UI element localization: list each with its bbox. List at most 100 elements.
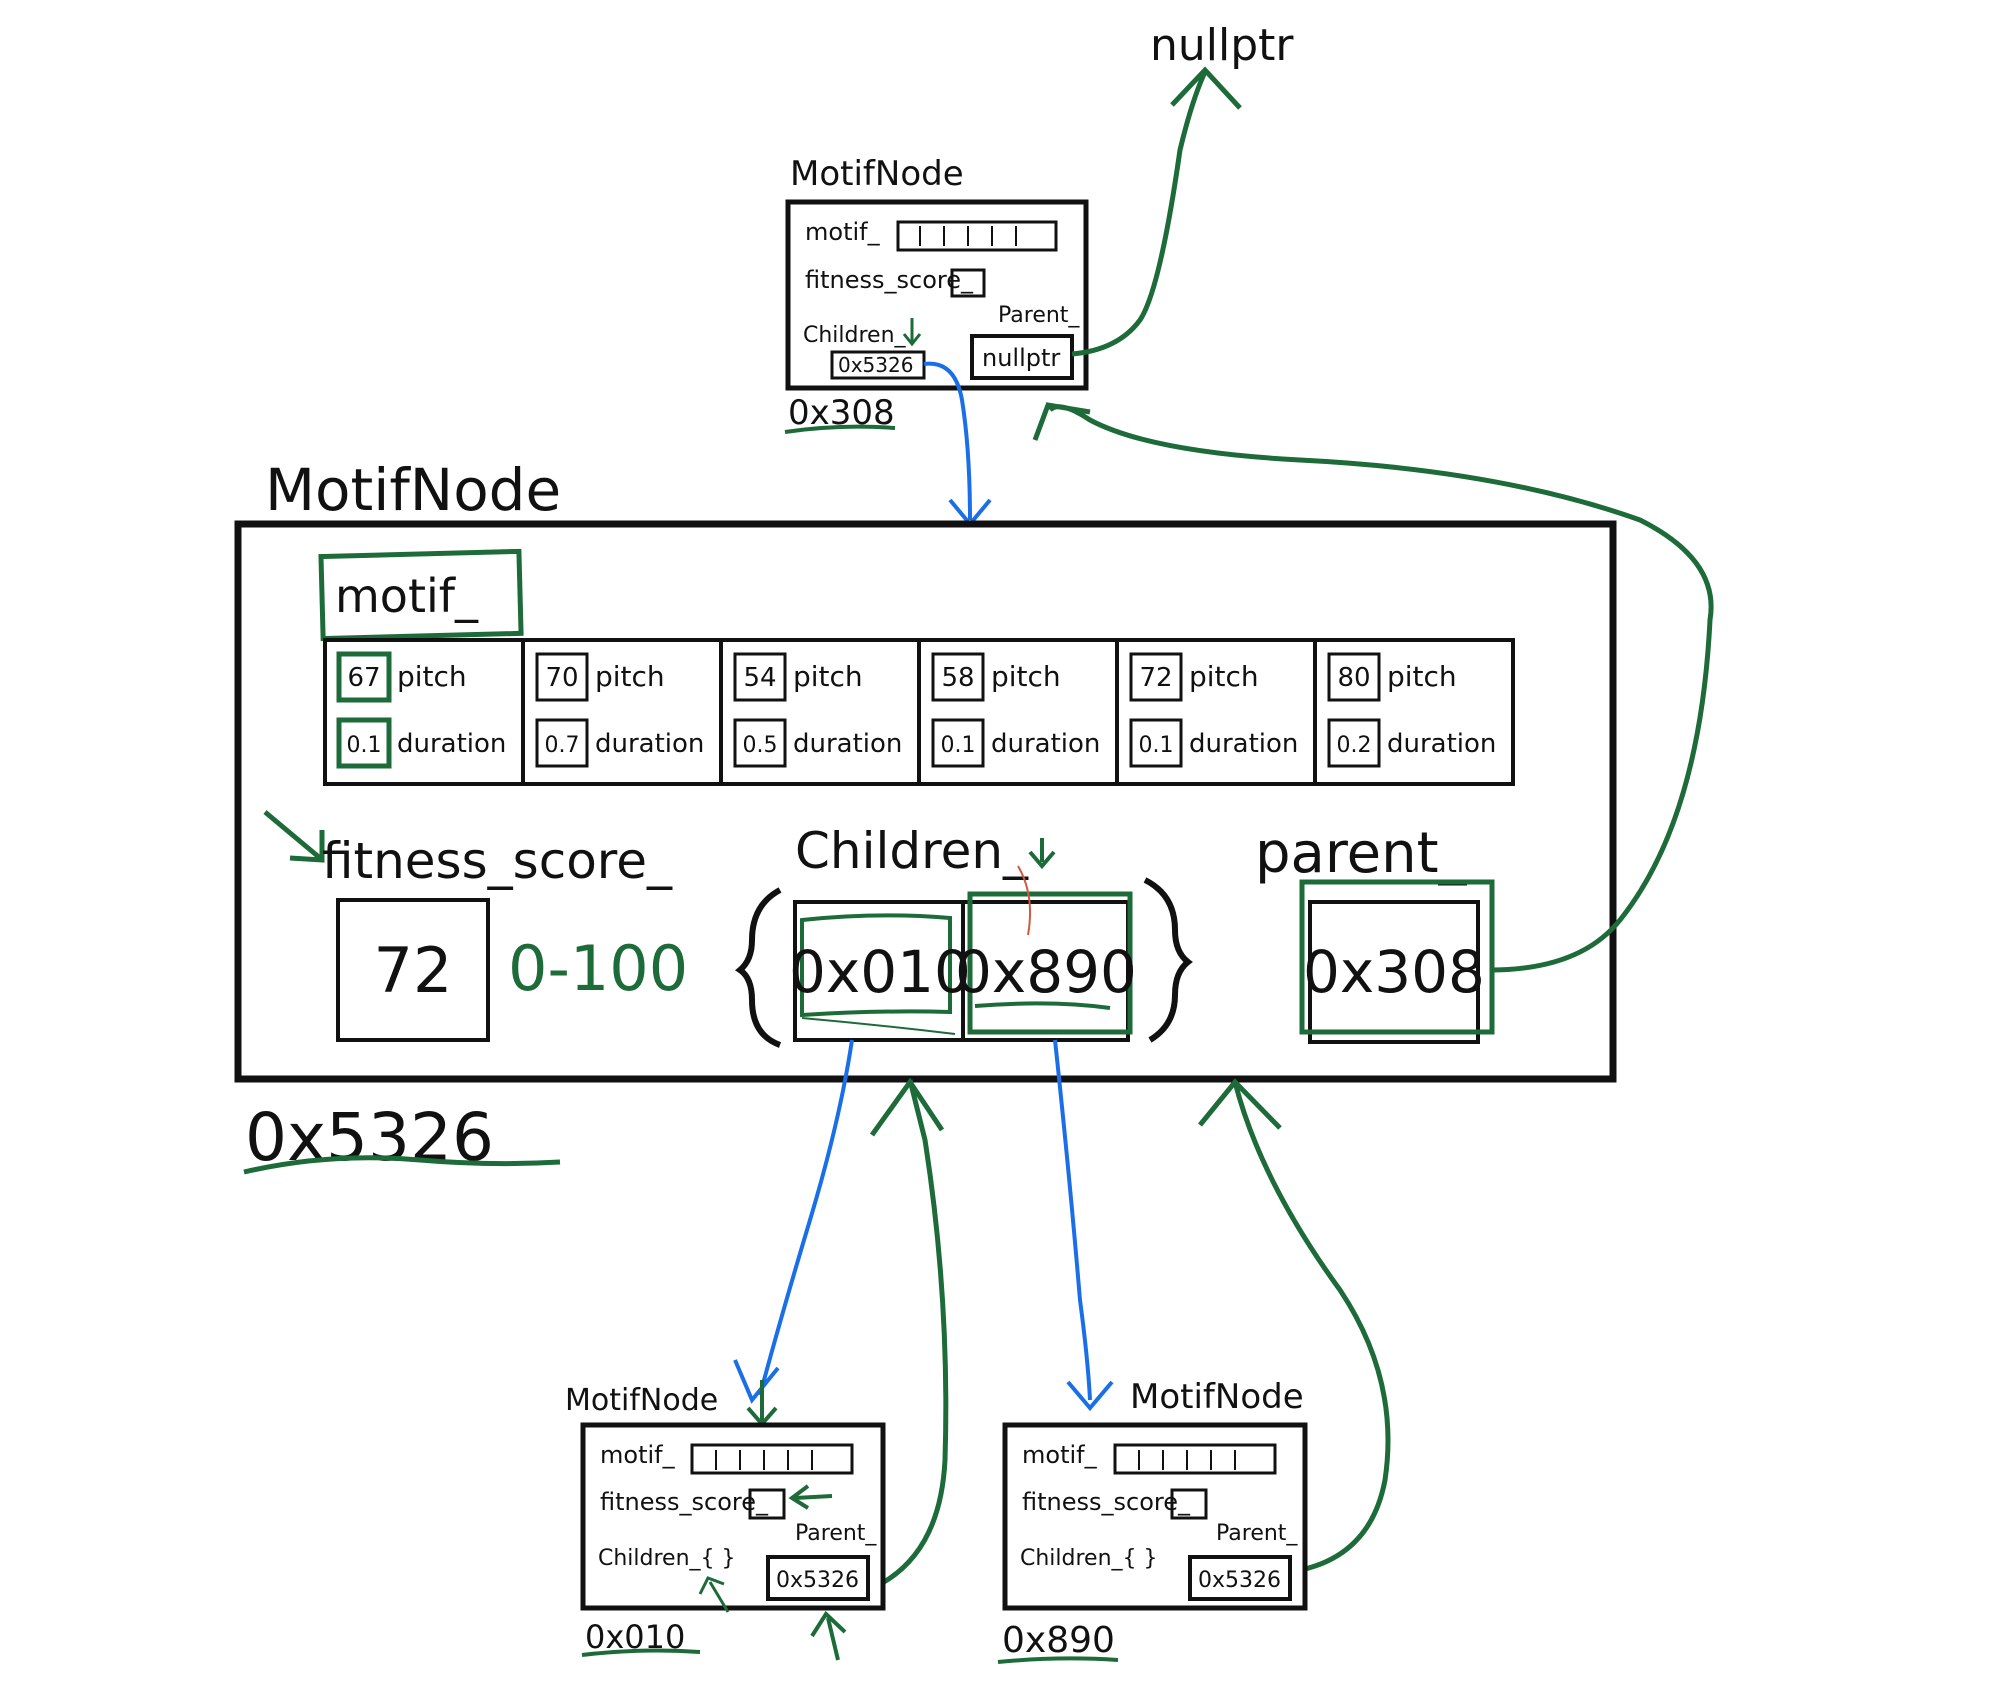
note-duration-label: duration [793, 729, 902, 759]
main-to-root-arrow [1048, 404, 1714, 973]
root-children-label: Children_ [803, 323, 907, 348]
child-0-underline [801, 1017, 956, 1035]
note-duration-label: duration [991, 729, 1100, 759]
child-1-underline [974, 1001, 1111, 1010]
note-pitch-box [1327, 652, 1381, 702]
child-left-node-box [580, 1422, 886, 1611]
note-pitch-value: 70 [545, 663, 578, 693]
root-parent-label: Parent_ [998, 303, 1080, 328]
nullptr-label: nullptr [1150, 20, 1294, 71]
fitness-pointer-arrow [263, 810, 325, 863]
note-pitch-label: pitch [1387, 660, 1457, 693]
root-motif-array [896, 220, 1058, 252]
children-left-brace [734, 887, 782, 1048]
main-to-root-arrowhead [1032, 402, 1091, 441]
main-motif-label: motif_ [335, 569, 479, 623]
note-duration-label: duration [397, 729, 506, 759]
note-pitch-box [733, 652, 787, 702]
child-left-parent-label: Parent_ [795, 1521, 877, 1546]
child-left-parent-box [766, 1555, 870, 1601]
note-pitch-value: 67 [347, 663, 380, 693]
child-left-fitness-arrow [788, 1484, 833, 1510]
motif-note-cell: 80 pitch 0.2 duration [1313, 640, 1496, 784]
root-to-nullptr-arrow [1071, 70, 1208, 357]
main-to-child-right-arrow [1053, 1039, 1092, 1401]
children-right-brace [1143, 877, 1193, 1043]
root-node: nullptr MotifNode motif_ fitness_score_ … [784, 20, 1294, 434]
main-child-0: 0x010 [789, 938, 971, 1006]
note-duration-box [1327, 718, 1381, 768]
note-pitch-box [336, 651, 392, 703]
main-parent-label: parent_ [1255, 821, 1468, 886]
child-right-to-main-arrowhead [1198, 1078, 1282, 1130]
main-children-down-arrow [1028, 838, 1056, 870]
child-left-fitness-box [748, 1488, 786, 1520]
main-parent-value: 0x308 [1303, 938, 1485, 1006]
root-children-down-arrow [902, 318, 922, 347]
note-pitch-value: 80 [1337, 663, 1370, 693]
child-left-to-main-arrow [867, 1079, 949, 1593]
child-right-motif-label: motif_ [1022, 1441, 1098, 1469]
note-duration-label: duration [1189, 729, 1298, 759]
child-left-bottom-arrow [810, 1610, 847, 1661]
note-duration-value: 0.1 [347, 733, 382, 758]
child-left-children-label: Children_{ } [598, 1546, 736, 1571]
note-duration-box [535, 718, 589, 768]
child-right-address-underline [997, 1656, 1119, 1664]
child-right-type-label: MotifNode [1130, 1377, 1304, 1417]
root-address-underline [784, 424, 896, 434]
child-1-highlight [967, 891, 1133, 1035]
main-children-label: Children_ [795, 822, 1029, 880]
child-right-parent-box [1188, 1555, 1292, 1601]
main-child-1: 0x890 [955, 938, 1137, 1006]
root-node-box [785, 199, 1089, 391]
main-fitness-value: 72 [374, 934, 453, 1007]
root-parent-box [970, 334, 1074, 380]
note-pitch-label: pitch [595, 660, 665, 693]
red-annotation-line [1017, 865, 1031, 936]
root-fitness-box [950, 268, 986, 298]
root-child-ptr: 0x5326 [838, 353, 913, 377]
note-pitch-box [931, 652, 985, 702]
child-right-motif-array [1113, 1443, 1277, 1475]
note-pitch-box [535, 652, 589, 702]
child-left-motif-array [690, 1443, 854, 1475]
child-right-address: 0x890 [1002, 1620, 1115, 1661]
note-pitch-value: 58 [941, 663, 974, 693]
nullptr-arrowhead [1170, 66, 1242, 110]
root-parent-value: nullptr [982, 344, 1060, 372]
main-parent-box [1308, 900, 1480, 1044]
child-right-parent-value: 0x5326 [1198, 1568, 1281, 1593]
note-pitch-label: pitch [1189, 660, 1259, 693]
main-address-underline [243, 1155, 561, 1175]
root-children-box [830, 350, 926, 380]
child-right-children-label: Children_{ } [1020, 1546, 1158, 1571]
child-right-fitness-box [1170, 1488, 1208, 1520]
main-motif-highlight [318, 548, 524, 642]
root-to-main-arrow [923, 361, 972, 521]
note-duration-value: 0.2 [1337, 733, 1372, 758]
child-0-highlight [800, 913, 952, 1018]
note-pitch-label: pitch [793, 660, 863, 693]
note-pitch-value: 72 [1139, 663, 1172, 693]
child-right-parent-label: Parent_ [1216, 1521, 1298, 1546]
main-fitness-range: 0-100 [508, 932, 688, 1005]
note-duration-value: 0.5 [743, 733, 778, 758]
note-pitch-label: pitch [991, 660, 1061, 693]
note-duration-box [931, 718, 985, 768]
main-to-child-left-arrowhead [733, 1359, 780, 1404]
child-left-motif-label: motif_ [600, 1441, 676, 1469]
note-duration-box [336, 717, 392, 769]
main-to-child-right-arrowhead [1066, 1380, 1114, 1412]
note-pitch-box [1129, 652, 1183, 702]
child-left-type-label: MotifNode [565, 1383, 718, 1418]
child-right-node: MotifNode motif_ fitness_score_ Children… [997, 1377, 1308, 1664]
child-left-node: MotifNode motif_ fitness_score_ Children… [565, 1380, 886, 1661]
note-duration-label: duration [1387, 729, 1496, 759]
child-right-to-main-arrow [1232, 1081, 1391, 1575]
